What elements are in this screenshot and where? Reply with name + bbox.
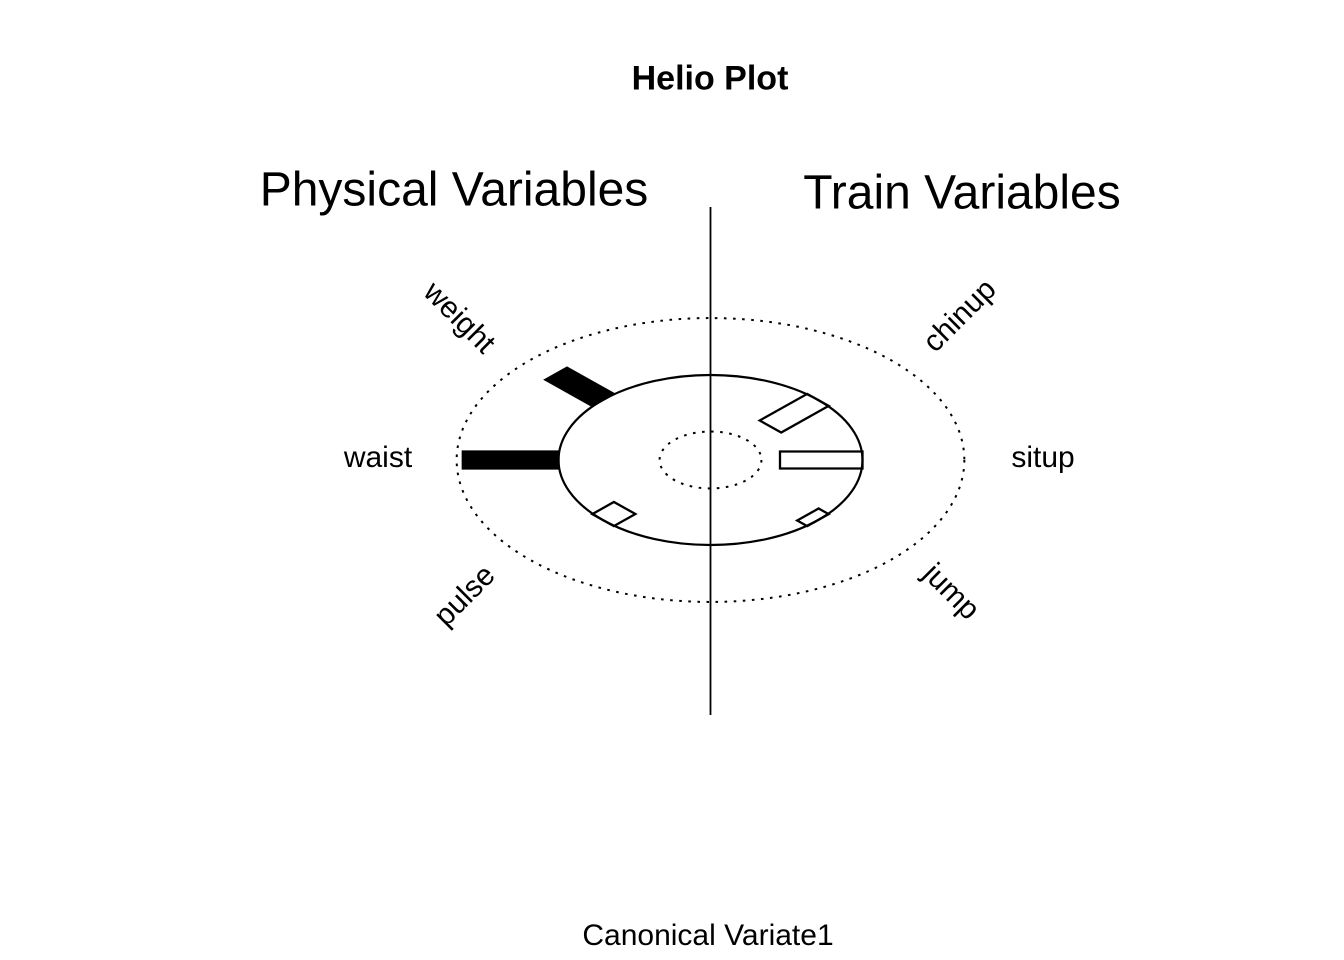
loading-bar-jump [794,507,832,528]
variable-label-situp: situp [1011,441,1075,474]
outer-dotted-ring [455,317,966,603]
left-group-label: Physical Variables [259,163,649,217]
loading-bar-weight [543,366,617,408]
loading-bar-chinup [757,392,832,434]
loading-bar-pulse [589,500,638,528]
plot-title: Helio Plot [631,59,789,98]
x-axis-label: Canonical Variate1 [582,919,834,952]
right-group-label: Train Variables [803,166,1121,220]
loading-bar-situp [778,450,864,470]
inner-dotted-ring [658,430,763,490]
variable-label-waist: waist [343,441,413,474]
loading-bar-waist [461,450,560,470]
